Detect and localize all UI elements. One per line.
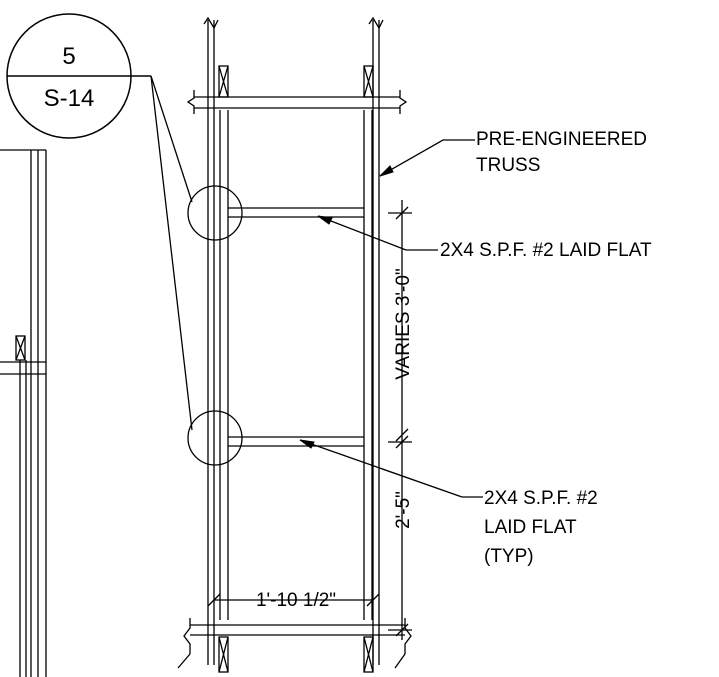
blocking-upper-callout: 2X4 S.P.F. #2 LAID FLAT: [317, 215, 652, 261]
dimension-truss-spacing: 1'-10 1/2": [256, 590, 336, 611]
vertical-dimension: VARIES 3'-0" 2'-5": [388, 200, 414, 640]
detail-circle-lower: [187, 410, 243, 466]
blocking-lower-callout: 2X4 S.P.F. #2 LAID FLAT (TYP): [299, 439, 598, 567]
section-tag-sheet: S-14: [44, 85, 95, 112]
blocking-lower-line3: (TYP): [484, 546, 534, 567]
blocking-lower-line1: 2X4 S.P.F. #2: [484, 488, 598, 509]
truss-callout-line1: PRE-ENGINEERED: [476, 129, 647, 150]
truss-callout-arrowhead: [379, 165, 394, 177]
blocking-upper: [228, 207, 364, 218]
truss-callout: PRE-ENGINEERED TRUSS: [379, 129, 647, 177]
section-tag: 5 S-14: [6, 13, 193, 431]
truss-pair: [203, 16, 384, 665]
top-plate: [186, 65, 408, 114]
blocking-lower: [228, 436, 364, 447]
bottom-plate: [177, 618, 412, 673]
detail-circle-upper: [187, 185, 243, 241]
section-tag-number: 5: [62, 43, 75, 70]
blocking-lower-arrowhead: [299, 439, 315, 449]
left-partial-truss: [0, 149, 47, 677]
horizontal-dimension: 1'-10 1/2": [207, 590, 380, 611]
truss-callout-line2: TRUSS: [476, 155, 540, 176]
blocking-upper-arrowhead: [317, 215, 333, 225]
blocking-lower-line2: LAID FLAT: [484, 517, 577, 538]
blocking-upper-label: 2X4 S.P.F. #2 LAID FLAT: [440, 240, 652, 261]
dimension-lower-spacing: 2'-5": [393, 491, 414, 529]
dimension-upper-spacing: VARIES 3'-0": [393, 268, 414, 379]
